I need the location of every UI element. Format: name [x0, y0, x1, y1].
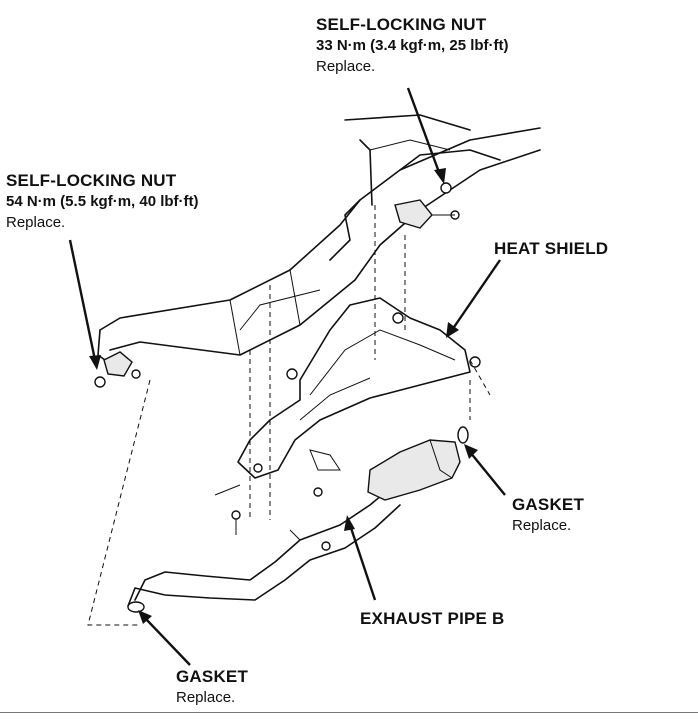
leader-arrows [68, 87, 506, 666]
callout-title: GASKET [176, 667, 249, 686]
bottom-divider [0, 712, 698, 713]
callout-upper-self-locking-nut: SELF-LOCKING NUT 33 N·m (3.4 kgf·m, 25 l… [316, 14, 509, 77]
heat-shield-bolts [214, 463, 323, 535]
underbody-frame [97, 114, 541, 366]
callout-title: GASKET [512, 495, 585, 514]
callout-title: HEAT SHIELD [494, 239, 609, 258]
torque-spec: 54 N·m (5.5 kgf·m, 40 lbf·ft) [6, 193, 199, 210]
torque-spec: 33 N·m (3.4 kgf·m, 25 lbf·ft) [316, 37, 509, 54]
replace-note: Replace. [316, 58, 376, 75]
callout-exhaust-pipe-b: EXHAUST PIPE B [360, 608, 505, 629]
callout-title: SELF-LOCKING NUT [6, 171, 177, 190]
replace-note: Replace. [6, 214, 66, 231]
exhaust-pipe-b-part [127, 426, 469, 613]
callout-title: EXHAUST PIPE B [360, 609, 505, 628]
upper-self-locking-nut-shape [440, 182, 452, 194]
heat-shield-part [237, 297, 481, 479]
callout-heat-shield: HEAT SHIELD [494, 238, 608, 259]
left-self-locking-nut-shape [94, 376, 106, 388]
callout-gasket-bottom: GASKET Replace. [176, 666, 248, 708]
alignment-guides [87, 205, 491, 626]
callout-left-self-locking-nut: SELF-LOCKING NUT 54 N·m (5.5 kgf·m, 40 l… [6, 170, 199, 233]
callout-gasket-right: GASKET Replace. [512, 494, 584, 536]
replace-note: Replace. [176, 689, 236, 706]
upper-mount-bracket [394, 182, 460, 229]
callout-title: SELF-LOCKING NUT [316, 15, 487, 34]
replace-note: Replace. [512, 517, 572, 534]
left-mount-bracket [94, 351, 141, 388]
